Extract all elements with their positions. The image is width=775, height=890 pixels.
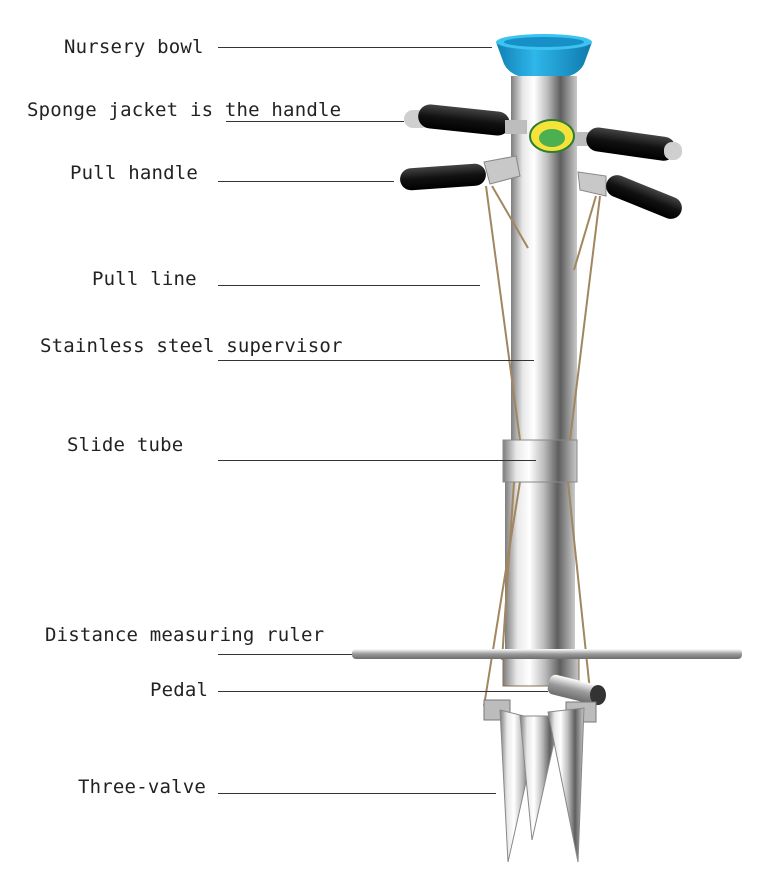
label-three-valve: Three-valve — [78, 776, 207, 798]
slide-tube-collar — [502, 439, 578, 483]
leader-three-valve — [218, 793, 496, 794]
label-distance-measuring-ruler: Distance measuring ruler — [45, 624, 325, 646]
nursery-bowl — [496, 34, 592, 78]
label-nursery-bowl: Nursery bowl — [64, 36, 204, 58]
sponge-jacket-handle-left — [404, 104, 527, 136]
label-pull-line: Pull line — [92, 268, 197, 290]
pull-lines — [483, 185, 601, 711]
label-pedal: Pedal — [150, 679, 209, 701]
label-sponge-jacket: Sponge jacket is the handle — [27, 99, 342, 121]
leader-pull-handle — [218, 181, 394, 182]
leader-stainless-steel-supervisor — [218, 360, 534, 361]
brand-badge — [529, 119, 575, 153]
label-stainless-steel-supervisor: Stainless steel supervisor — [40, 335, 343, 357]
leader-sponge-jacket — [226, 121, 404, 122]
leader-slide-tube — [218, 460, 536, 461]
pull-handle-right — [577, 171, 682, 219]
leader-pull-line — [218, 285, 480, 286]
leader-nursery-bowl — [218, 47, 492, 48]
leader-distance-measuring-ruler — [218, 654, 352, 655]
label-pull-handle: Pull handle — [70, 162, 199, 184]
three-valve — [499, 707, 585, 863]
pedal — [547, 674, 606, 706]
label-slide-tube: Slide tube — [67, 434, 184, 456]
leader-pedal — [218, 691, 548, 692]
pull-handle-left — [400, 155, 521, 191]
distance-measuring-ruler-rod — [352, 649, 742, 659]
sponge-jacket-handle-right — [575, 127, 682, 161]
